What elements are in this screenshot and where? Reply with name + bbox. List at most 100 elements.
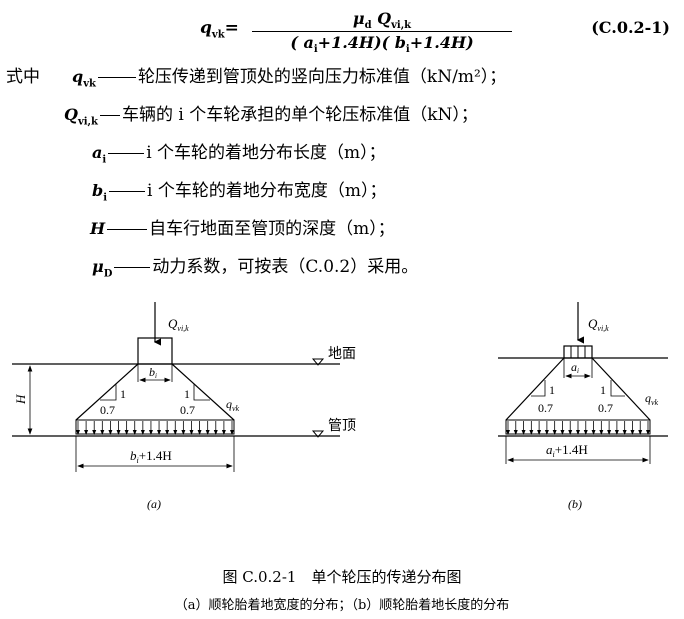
definitions-prefix: 式中	[6, 67, 40, 87]
pressure-arrowhead	[213, 430, 218, 435]
wheel-length-label: ai	[571, 360, 579, 375]
den-sub2: i	[405, 44, 410, 56]
slope-left	[505, 357, 565, 421]
q-sub: vi,k	[391, 20, 412, 32]
slope-1-label: 1	[600, 383, 606, 397]
den-sub1: i	[313, 44, 318, 56]
pressure-arrowhead	[576, 430, 580, 435]
mu-sub: d	[364, 20, 372, 32]
pressure-arrowhead	[513, 430, 518, 435]
pressure-arrowhead	[124, 430, 129, 435]
def-symbol: a	[92, 143, 103, 162]
slope-triangle-right	[193, 384, 210, 401]
slope-right	[591, 357, 651, 421]
def-sub: vk	[83, 78, 96, 90]
def-text: 轮压传递到管顶处的竖向压力标准值（kN/m²）；	[137, 67, 507, 87]
pressure-arrows	[76, 421, 234, 435]
def-text: 车辆的 i 个车轮承担的单个轮压标准值（kN）；	[121, 105, 478, 125]
slope-triangle-right	[610, 380, 625, 397]
base-label: bi+1.4H	[130, 448, 172, 465]
panel-label-b: (b)	[568, 497, 582, 511]
pressure-arrowhead	[552, 430, 557, 435]
pressure-arrowhead	[148, 430, 153, 435]
pressure-label: qvk	[226, 397, 240, 413]
figure-caption-subtitle: （a）顺轮胎着地宽度的分布；（b）顺轮胎着地长度的分布	[174, 598, 510, 613]
pressure-arrowhead	[544, 430, 549, 435]
slope-1-label: 1	[120, 387, 126, 401]
equation-number: (C.0.2-1)	[591, 18, 670, 37]
pressure-label: qvk	[645, 391, 659, 407]
def-text: 自车行地面至管顶的深度（m）；	[149, 219, 395, 239]
formula-fraction: μd Qvi,k ( ai+1.4H)( bi+1.4H)	[252, 8, 512, 60]
slope-07-label: 0.7	[538, 401, 553, 415]
def-dash	[108, 153, 145, 154]
pipe-top-marker-icon	[311, 430, 325, 438]
pressure-arrowhead	[157, 430, 162, 435]
slope-1-label: 1	[184, 387, 190, 401]
depth-label: H	[13, 394, 28, 405]
pressure-arrowhead	[622, 430, 627, 435]
load-label: Qvi,k	[168, 316, 189, 333]
def-text: i 个车轮的着地分布长度（m）；	[146, 143, 386, 163]
den-part1: ( a	[290, 33, 314, 52]
pressure-arrowhead	[92, 430, 97, 435]
def-text: i 个车轮的着地分布宽度（m）；	[147, 181, 387, 201]
def-sub: i	[102, 154, 107, 166]
pressure-arrowhead	[116, 430, 121, 435]
def-sub: i	[103, 192, 107, 204]
def-symbol: Q	[64, 105, 78, 124]
formula-lhs-symbol: q	[200, 18, 212, 38]
figure-caption-title: 图 C.0.2-1 单个轮压的传递分布图	[222, 568, 462, 586]
pressure-arrowhead	[614, 430, 619, 435]
pressure-arrowhead	[181, 430, 186, 435]
pressure-arrowhead	[583, 430, 588, 435]
def-dash	[109, 191, 145, 192]
pressure-arrowhead	[599, 430, 604, 435]
pressure-arrowhead	[189, 430, 194, 435]
pressure-arrowhead	[630, 430, 635, 435]
pressure-arrowhead	[173, 430, 178, 435]
pressure-arrowhead	[560, 430, 565, 435]
den-part3: +1.4H)	[409, 33, 474, 52]
def-text: 动力系数，可按表（C.0.2）采用。	[152, 257, 419, 277]
ground-label: 地面	[328, 346, 356, 362]
pressure-arrowhead	[521, 430, 526, 435]
pipe-top-label: 管顶	[328, 418, 356, 434]
pressure-arrowhead	[607, 430, 612, 435]
pressure-arrowhead	[84, 430, 89, 435]
slope-07-label: 0.7	[180, 403, 195, 417]
def-symbol: b	[92, 181, 104, 200]
formula-equals: =	[224, 18, 239, 38]
slope-left	[75, 363, 139, 421]
formula-denominator: ( ai+1.4H)( bi+1.4H)	[252, 33, 512, 60]
pressure-arrowhead	[140, 430, 145, 435]
pressure-arrowhead	[568, 430, 573, 435]
slope-07-label: 0.7	[598, 401, 613, 415]
wheel-width-label: bi	[149, 365, 157, 380]
load-label: Qvi,k	[588, 316, 609, 333]
den-part2: +1.4H)( b	[317, 33, 406, 52]
def-sub: vi,k	[77, 116, 98, 128]
def-sub: D	[103, 268, 113, 280]
pressure-arrowhead	[76, 430, 80, 435]
formula-c021: qvk= μd Qvi,k ( ai+1.4H)( bi+1.4H) (C.0.…	[200, 8, 670, 55]
pressure-arrowhead	[506, 430, 510, 435]
mu-symbol: μ	[352, 9, 365, 28]
pressure-arrowhead	[100, 430, 105, 435]
fraction-line	[252, 31, 512, 32]
definition-row: ai i 个车轮的着地分布长度（m）；	[92, 138, 386, 165]
pressure-arrowhead	[230, 430, 234, 435]
base-label: ai+1.4H	[546, 442, 588, 459]
formula-numerator: μd Qvi,k	[252, 8, 512, 32]
slope-1-label: 1	[549, 383, 555, 397]
pressure-arrows	[506, 421, 650, 435]
panel-label-a: (a)	[147, 497, 161, 511]
formula-lhs-sub: vk	[211, 29, 225, 41]
slope-triangle-left	[100, 384, 117, 401]
ground-marker-icon	[311, 358, 325, 366]
pressure-arrowhead	[537, 430, 542, 435]
pressure-arrowhead	[197, 430, 202, 435]
